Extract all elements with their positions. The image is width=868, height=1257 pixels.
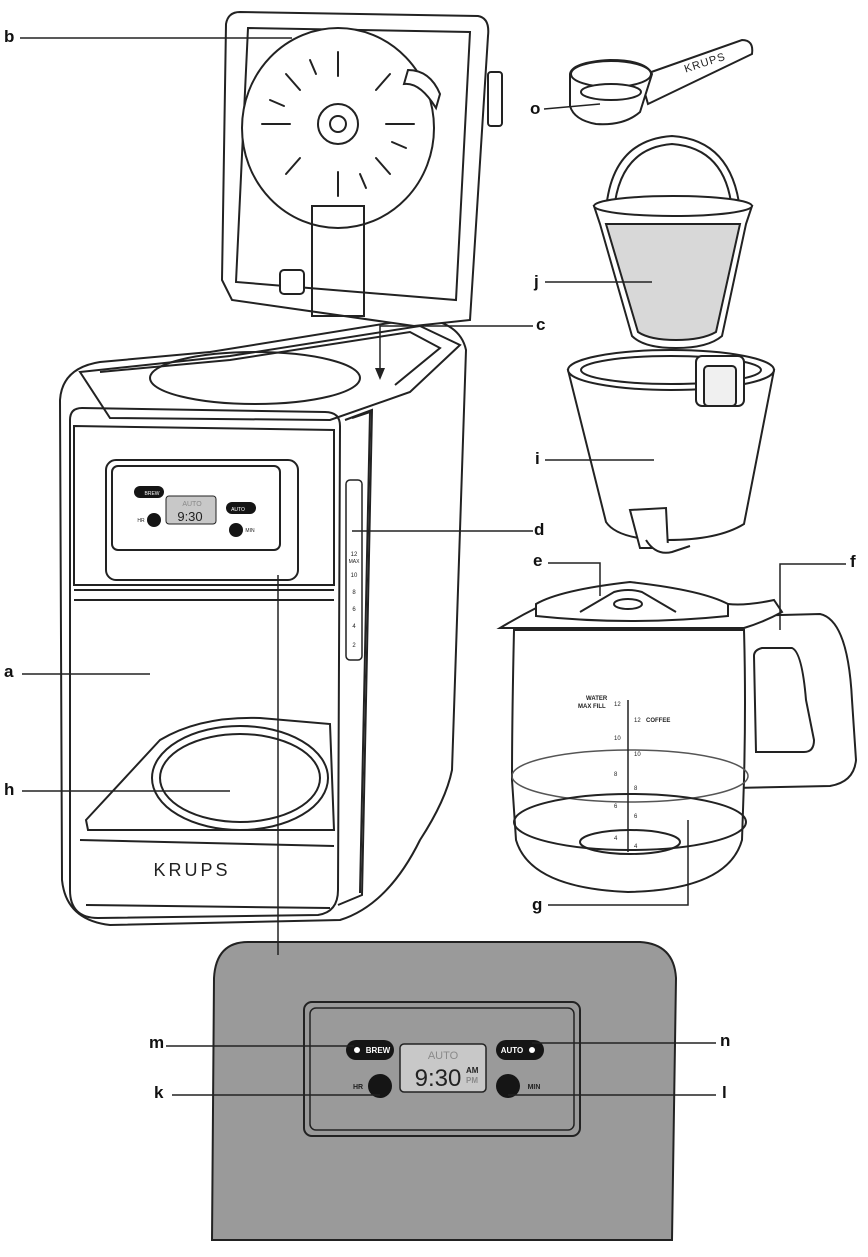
coffee-maker-body [58, 316, 468, 927]
arrow-marker [375, 368, 385, 380]
carafe-water-mark-10: 10 [614, 736, 621, 742]
label-j: j [534, 272, 539, 291]
display-mode-text: AUTO [428, 1050, 459, 1062]
label-k: k [154, 1083, 164, 1102]
carafe-water-label-2: MAX FILL [578, 704, 606, 710]
brew-button-label: BREW [366, 1046, 391, 1055]
label-e: e [533, 551, 543, 570]
label-n: n [720, 1031, 731, 1050]
carafe-water-mark-6: 6 [614, 804, 618, 810]
leader-lines [20, 37, 846, 1096]
min-button-label: MIN [528, 1084, 541, 1091]
body-brew-label: BREW [145, 491, 160, 497]
body-display-time: 9:30 [177, 509, 202, 524]
hr-button-label: HR [353, 1084, 363, 1091]
body-auto-label: AUTO [231, 507, 245, 513]
brand-logo: KRUPS [153, 860, 230, 880]
gauge-mark-2: 2 [352, 643, 356, 649]
label-m: m [149, 1033, 165, 1052]
open-lid [220, 10, 503, 328]
glass-carafe [496, 580, 858, 894]
label-c: c [536, 315, 546, 334]
body-control-panel: BREW AUTO AUTO 9:30 HR MIN [134, 486, 256, 537]
gauge-mark-max: MAX [349, 559, 361, 565]
carafe-coffee-mark-4: 4 [634, 844, 638, 850]
carafe-water-mark-4: 4 [614, 836, 618, 842]
body-min-label: MIN [245, 528, 255, 534]
carafe-coffee-mark-12: 12 [634, 718, 641, 724]
label-h: h [4, 780, 15, 799]
gauge-mark-12: 12 [351, 552, 358, 558]
label-d: d [534, 520, 545, 539]
display-pm-text: PM [466, 1076, 478, 1085]
auto-button-label: AUTO [501, 1046, 524, 1055]
body-display-mode: AUTO [182, 501, 202, 508]
label-i: i [535, 449, 540, 468]
body-hr-label: HR [137, 518, 145, 524]
carafe-water-mark-12: 12 [614, 702, 621, 708]
label-f: f [850, 552, 856, 571]
measuring-scoop [569, 38, 754, 126]
display-am-text: AM [466, 1066, 479, 1075]
filter-holder [566, 349, 776, 554]
label-l: l [722, 1083, 727, 1102]
label-a: a [4, 662, 14, 681]
carafe-coffee-mark-10: 10 [634, 752, 641, 758]
shower-head-slots [261, 51, 415, 197]
label-b: b [4, 27, 15, 46]
control-panel-zoom [210, 941, 678, 1241]
carafe-coffee-mark-8: 8 [634, 786, 638, 792]
label-o: o [530, 99, 541, 118]
carafe-water-mark-8: 8 [614, 772, 618, 778]
label-g: g [532, 895, 543, 914]
gauge-mark-10: 10 [351, 573, 358, 579]
gauge-mark-8: 8 [352, 590, 356, 596]
carafe-coffee-mark-6: 6 [634, 814, 638, 820]
carafe-markings: WATER MAX FILL COFFEE 12 10 8 6 4 12 10 … [578, 696, 670, 852]
gauge-mark-6: 6 [352, 607, 356, 613]
display-time-text: 9:30 [415, 1065, 462, 1092]
permanent-filter [592, 134, 754, 350]
gauge-mark-4: 4 [352, 624, 356, 630]
water-level-gauge: 12 MAX 10 8 6 4 2 [345, 479, 363, 661]
carafe-coffee-label: COFFEE [646, 718, 670, 724]
carafe-water-label-1: WATER [586, 696, 608, 702]
